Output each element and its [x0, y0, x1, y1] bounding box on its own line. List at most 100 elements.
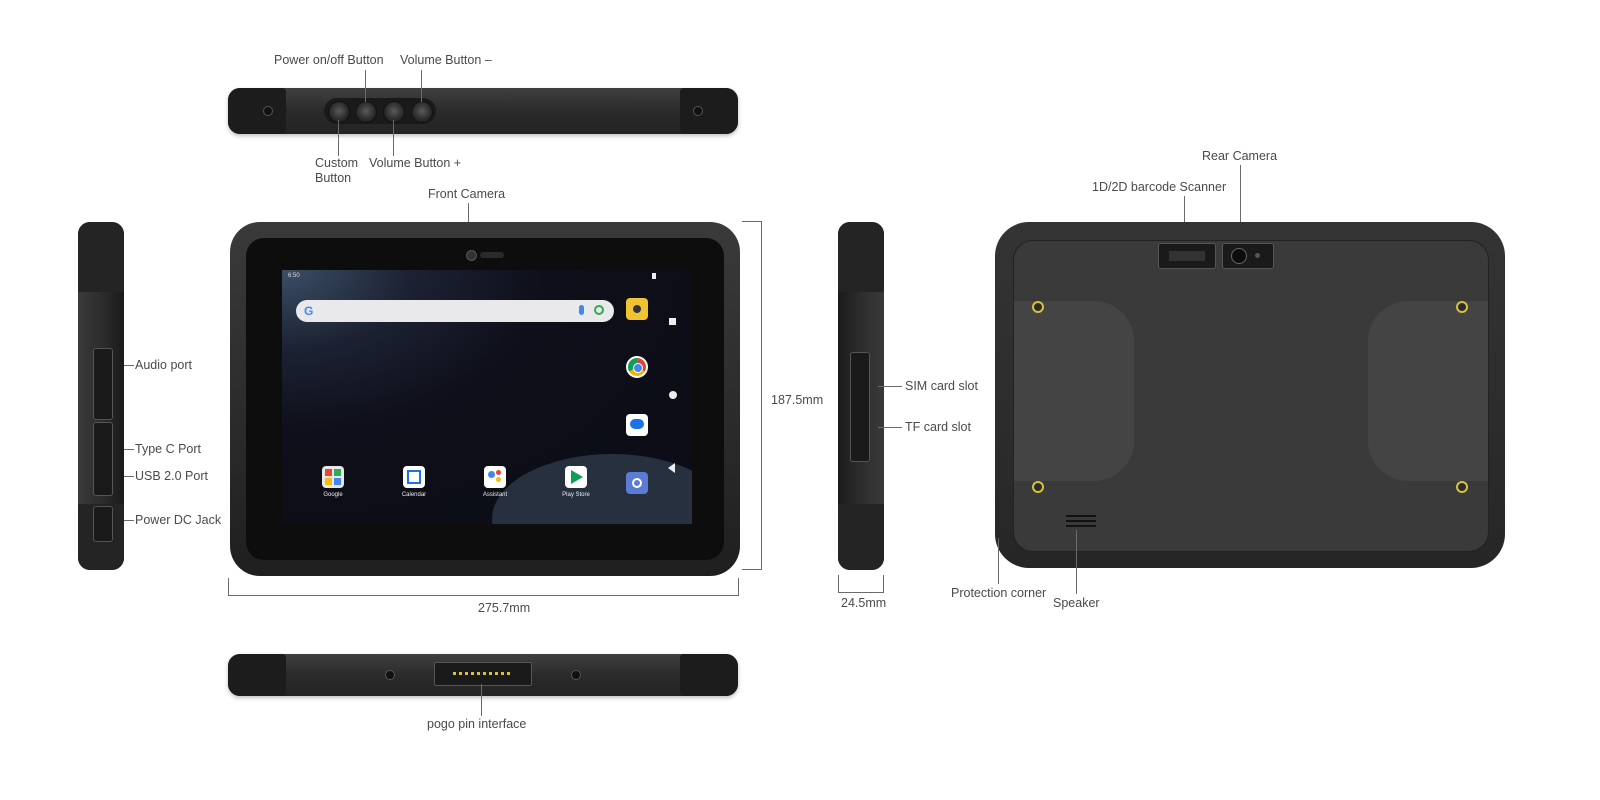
leader-volume-minus [421, 70, 422, 102]
gold-screw-bl [1032, 481, 1044, 493]
right-side-top-bumper [838, 222, 884, 292]
leader-dc [124, 520, 134, 521]
pogo-pins [453, 672, 513, 675]
right-side-profile [838, 222, 884, 570]
bottom-view-left-screw [385, 670, 395, 680]
leader-pogo [481, 684, 482, 716]
assistant-app-icon[interactable] [484, 466, 506, 488]
settings-app-icon[interactable] [626, 472, 648, 494]
tablet-screen[interactable]: 6:50 G Google Calendar Assistant [282, 270, 692, 524]
dim-depth-right-tick [883, 575, 884, 593]
lens-icon[interactable] [594, 305, 604, 315]
label-pogo-pin: pogo pin interface [427, 717, 527, 731]
top-view-left-bumper [228, 88, 286, 134]
label-rear-camera: Rear Camera [1202, 149, 1278, 163]
label-barcode: 1D/2D barcode Scanner [1092, 180, 1227, 194]
left-side-profile [78, 222, 124, 570]
dim-height-line [761, 221, 762, 569]
dim-height-bottom-tick [742, 569, 762, 570]
leader-audio [124, 365, 134, 366]
label-sim-slot: SIM card slot [905, 379, 978, 393]
play-store-app-icon[interactable] [565, 466, 587, 488]
leader-custom [338, 120, 339, 156]
rear-camera-module [1222, 243, 1274, 269]
top-view-device [228, 88, 738, 134]
label-protection-corner: Protection corner [951, 586, 1047, 600]
leader-usb [124, 476, 134, 477]
back-tablet [995, 222, 1505, 568]
messages-app-icon[interactable] [626, 414, 648, 436]
speaker-grille-3 [1066, 525, 1096, 527]
leader-volume-plus [393, 120, 394, 156]
google-search-bar[interactable]: G [296, 300, 614, 322]
label-power-button: Power on/off Button [274, 53, 384, 67]
app-label-calendar: Calendar [401, 492, 427, 498]
bottom-view-left-bumper [228, 654, 286, 696]
volume-plus-button[interactable] [383, 101, 405, 123]
home-nav-icon[interactable] [669, 391, 677, 399]
label-speaker: Speaker [1053, 596, 1100, 610]
back-nav-icon[interactable] [668, 463, 675, 473]
label-volume-plus: Volume Button + [369, 156, 462, 170]
custom-button[interactable] [328, 101, 350, 123]
barcode-scanner-window [1158, 243, 1216, 269]
label-type-c: Type C Port [135, 442, 201, 456]
leader-protection-corner [998, 538, 999, 584]
camera-app-icon[interactable] [626, 298, 648, 320]
gold-screw-tl [1032, 301, 1044, 313]
leader-tf [878, 427, 902, 428]
calendar-app-icon[interactable] [403, 466, 425, 488]
leader-power [365, 70, 366, 102]
usb-port-cover[interactable] [93, 422, 113, 496]
label-depth: 24.5mm [841, 596, 887, 610]
right-grip-panel [1368, 301, 1488, 481]
dc-jack-cover[interactable] [93, 506, 113, 542]
front-camera-icon [466, 250, 477, 261]
label-dc-jack: Power DC Jack [135, 513, 222, 527]
label-audio-port: Audio port [135, 358, 192, 372]
right-side-bottom-bumper [838, 504, 884, 570]
label-volume-minus: Volume Button – [400, 53, 492, 67]
rear-camera-lens-icon [1231, 248, 1247, 264]
dim-depth-left-tick [838, 575, 839, 593]
power-button[interactable] [355, 101, 377, 123]
label-usb: USB 2.0 Port [135, 469, 208, 483]
leader-rear-camera [1240, 165, 1241, 251]
dim-width-left-tick [228, 578, 229, 596]
back-panel [1013, 240, 1489, 552]
pogo-pin-connector [434, 662, 532, 686]
bottom-view-right-bumper [680, 654, 738, 696]
bottom-view-device [228, 654, 738, 696]
dim-height-top-tick [742, 221, 762, 222]
card-slot-cover[interactable] [850, 352, 870, 462]
gold-screw-br [1456, 481, 1468, 493]
speaker-grille-1 [1066, 515, 1096, 517]
app-label-google: Google [323, 492, 343, 498]
audio-port-cover[interactable] [93, 348, 113, 420]
recents-nav-icon[interactable] [669, 318, 676, 325]
bottom-view-right-screw [571, 670, 581, 680]
label-tf-slot: TF card slot [905, 420, 971, 434]
left-side-top-bumper [78, 222, 124, 292]
mic-icon[interactable] [579, 305, 584, 315]
google-folder-icon[interactable] [322, 466, 344, 488]
app-label-assistant: Assistant [482, 492, 508, 498]
sensor-dots [480, 252, 504, 258]
left-grip-panel [1014, 301, 1134, 481]
app-label-play-store: Play Store [562, 492, 590, 498]
top-view-right-bumper [680, 88, 738, 134]
battery-icon [652, 273, 656, 279]
chrome-app-icon[interactable] [626, 356, 648, 378]
dim-depth-line [838, 592, 883, 593]
top-view-right-screw [693, 106, 703, 116]
gold-screw-tr [1456, 301, 1468, 313]
dim-width-right-tick [738, 578, 739, 596]
leader-speaker [1076, 530, 1077, 594]
wallpaper-shape [492, 454, 692, 524]
status-time: 6:50 [288, 273, 300, 279]
dim-width-line [228, 595, 738, 596]
volume-minus-button[interactable] [411, 101, 433, 123]
flash-icon [1255, 253, 1260, 258]
leader-sim [878, 386, 902, 387]
top-view-left-screw [263, 106, 273, 116]
